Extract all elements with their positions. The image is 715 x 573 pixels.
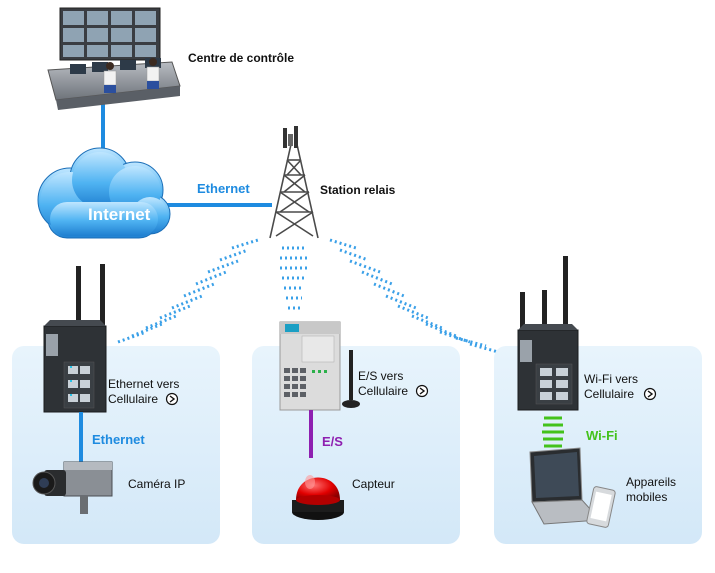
control-center-image [47, 7, 181, 110]
control-center-label: Centre de contrôle [188, 51, 294, 65]
relay-tower-icon [269, 126, 319, 239]
sensor-link-label: E/S [322, 434, 343, 449]
io-gateway-icon [279, 321, 341, 411]
internet-relay-link-label: Ethernet [197, 181, 250, 196]
relay-label: Station relais [320, 183, 396, 197]
camera-link-label: Ethernet [92, 432, 145, 447]
panel-ethernet-title-line1: Ethernet vers [108, 377, 179, 391]
ip-camera-icon [32, 461, 113, 514]
panel-wifi-title-line2: Cellulaire [584, 387, 634, 401]
wifi-gateway-icon [517, 256, 579, 411]
wifi-link-waves [542, 416, 564, 448]
io-antenna-icon [342, 350, 360, 408]
ethernet-gateway-icon [43, 264, 107, 413]
mobile-devices-label-line2: mobiles [626, 490, 667, 504]
panel-io-title-line1: E/S vers [358, 369, 403, 383]
sensor-siren-icon [292, 475, 344, 520]
panel-io-title-line2: Cellulaire [358, 384, 408, 398]
panel-ethernet-arrow-icon[interactable] [165, 392, 179, 406]
laptop-icon [529, 447, 602, 525]
sensor-label: Capteur [352, 477, 395, 491]
panel-io-arrow-icon[interactable] [415, 384, 429, 398]
smartphone-icon [586, 486, 616, 528]
internet-cloud-icon [37, 147, 171, 239]
panel-ethernet-title-line2: Cellulaire [108, 392, 158, 406]
camera-label: Caméra IP [128, 477, 185, 491]
panel-wifi-title-line1: Wi-Fi vers [584, 372, 638, 386]
internet-label: Internet [88, 205, 151, 224]
mobile-devices-label-line1: Appareils [626, 475, 676, 489]
panel-wifi-arrow-icon[interactable] [643, 387, 657, 401]
signal-waves [117, 238, 499, 354]
wifi-link-label: Wi-Fi [586, 428, 618, 443]
